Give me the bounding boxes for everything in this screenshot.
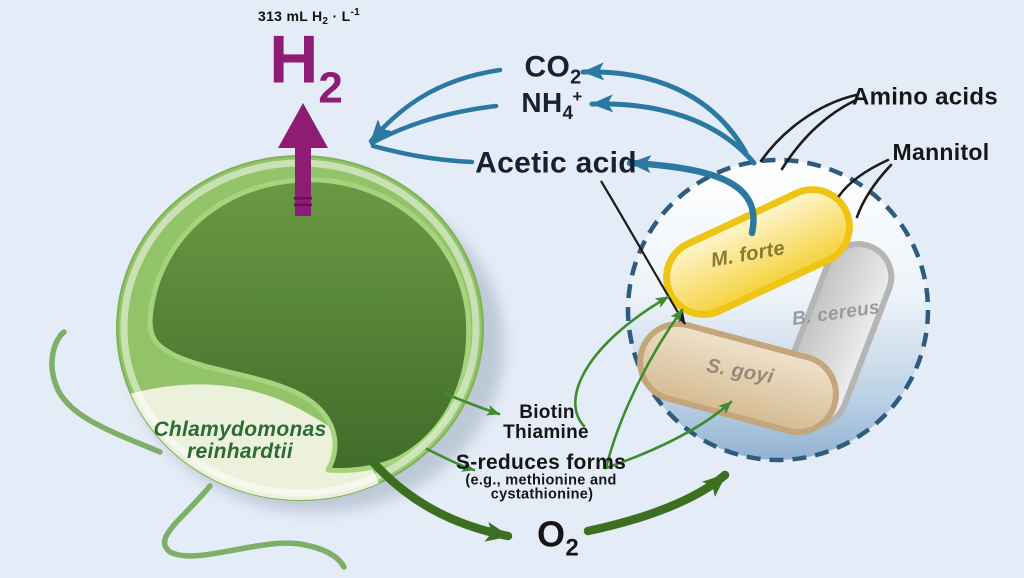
o2-arrows [367,456,730,542]
nh4-symbol: NH [521,87,563,119]
s-reduced-examples-line1: (e.g., methionine and [465,472,617,489]
flagellum-lower [161,483,347,570]
mannitol-label: Mannitol [892,138,990,165]
mannitol-pointer-2 [855,163,893,219]
nh4-sub: 4 [562,103,574,125]
alga-species: reinhardtii [187,440,293,463]
alga-to-o2-arrow [367,456,513,542]
nh4-to-alga-line [369,103,499,146]
co2-sub: 2 [570,66,582,89]
bacteria-circle [625,157,931,463]
nh4-label: NH4+ [521,88,582,124]
s-reduced-forms-label: S-reduces forms [455,450,627,474]
nh4-sup: + [572,87,583,107]
pointer-lines [759,93,893,219]
sreduced-to-mforte-arrow [604,308,684,470]
co2-to-alga-line [368,67,503,144]
yield-mid: · L [328,8,351,24]
m-forte-rod [663,186,853,318]
sreduced-to-sgoyi-arrow [604,400,733,470]
h2-label: H2 [269,24,343,111]
o2-label: O2 [537,513,579,562]
acetic-acid-arrow-from-mforte [626,155,757,237]
co2-nh4-acetic-arrows-to-alga [368,67,503,165]
amino-acids-pointer-1 [759,93,858,163]
mannitol-pointer-1 [837,158,890,198]
bacteria-to-co2-nh4-arrows [580,62,757,166]
o2-symbol: O [537,513,566,555]
h2-sub: 2 [318,63,343,113]
co2-label: CO2 [524,50,582,89]
alga-to-biotin-arrow [444,392,501,416]
s-goyi-rod [637,320,839,436]
yield-text: 313 mL H [258,8,323,24]
acetic-to-alga-line [370,143,475,165]
co2-arrow-from-bacteria [580,62,749,156]
yield-sup: -1 [350,7,360,18]
alga-cell [116,155,484,501]
thiamine-label: Thiamine [503,422,589,444]
nh4-arrow-from-bacteria [589,94,757,166]
alga-to-sreduced-arrow [425,447,476,472]
alga-genus: Chlamydomonas [153,417,327,441]
h2-yield-label: 313 mL H2 · L-1 [258,7,360,28]
h2-arrow-break-line-1 [294,197,312,200]
biotin-to-mforte-arrow [574,295,670,428]
vitamin-arrows [425,295,733,472]
co2-symbol: CO [524,50,571,84]
acetic-acid-label: Acetic acid [475,146,637,180]
amino-acids-pointer-2 [780,98,858,171]
h2-arrow [278,103,328,216]
alga-name-label: Chlamydomonas reinhardtii [153,417,327,463]
flagellum-upper [49,329,163,455]
s-reduced-examples-line2: cystathionine) [490,486,594,503]
o2-to-bacteria-arrow [583,470,730,536]
h2-arrow-break-line-2 [294,203,312,207]
flagella [49,329,347,570]
h2-symbol: H [269,21,319,98]
o2-sub: 2 [565,534,579,562]
amino-acids-label: Amino acids [852,83,998,111]
biotin-label: Biotin [519,402,575,424]
yield-sub: 2 [322,16,329,27]
